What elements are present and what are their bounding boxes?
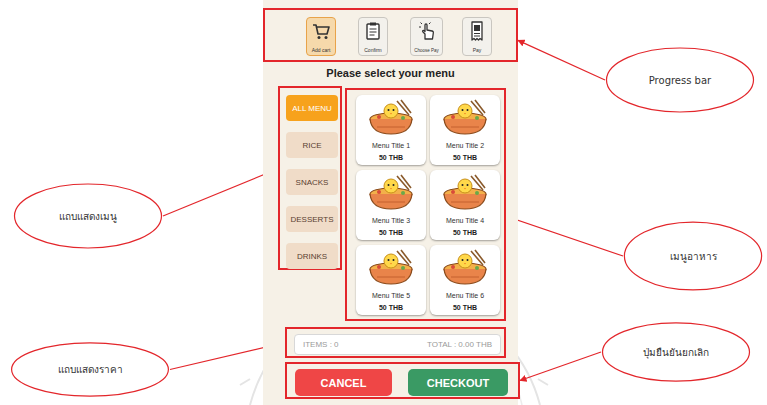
callout-ellipse: แถบแสดงราคา (10, 342, 170, 397)
menu-card: Menu Title 5 50 THB (356, 245, 426, 315)
callout-ellipse: เมนูอาหาร (623, 221, 763, 291)
step-icon (363, 21, 383, 41)
menu-card-text: 50 THB (379, 153, 403, 162)
progress-step-text: Add cart (312, 47, 331, 53)
leader-line (506, 216, 623, 256)
highlight-frame: Menu Title 150 THBMenu Title 250 THBMenu… (345, 88, 506, 321)
callout-ellipse: ปุ่มยืนยันยกเลิก (601, 322, 751, 382)
category-tab: RICE (286, 132, 338, 158)
food-image (441, 172, 489, 212)
app-screen-text: Please select your menu (263, 67, 518, 79)
progress-step-text: Choose Pay (414, 48, 439, 53)
highlight-frame: ITEMS : 0 TOTAL : 0.00 THB (285, 327, 506, 358)
menu-card-text: Menu Title 6 (446, 291, 484, 300)
leader-line (163, 169, 278, 216)
food-image (441, 97, 489, 137)
menu-card: Menu Title 1 50 THB (356, 95, 426, 165)
menu-card-text: Menu Title 1 (372, 141, 410, 150)
menu-card-text: Menu Title 3 (372, 216, 410, 225)
cancel-button: CANCEL (295, 369, 392, 396)
category-tab: DESSERTS (286, 206, 338, 232)
menu-card-text: Menu Title 2 (446, 141, 484, 150)
price-bar-text: ITEMS : 0 (303, 340, 339, 349)
leader-line (518, 40, 605, 80)
food-image (367, 97, 415, 137)
food-image (367, 172, 415, 212)
cancel-button-text: CANCEL (321, 377, 367, 389)
callout-ellipse: แถบแสดงเมนู (13, 183, 163, 249)
app-screen: Please select your menu Add cart Confirm Ch… (263, 0, 518, 405)
callout-ellipse-text: แถบแสดงราคา (58, 362, 123, 377)
progress-step: Confirm (358, 17, 388, 56)
menu-card: Menu Title 6 50 THB (430, 245, 500, 315)
progress-step-text: Confirm (364, 47, 382, 53)
callout-ellipse-text: Progress bar (649, 75, 711, 86)
progress-step-text: Pay (473, 47, 482, 53)
category-tab-text: DESSERTS (291, 215, 334, 224)
step-icon (311, 21, 331, 41)
menu-card: Menu Title 4 50 THB (430, 170, 500, 240)
callout-ellipse-text: แถบแสดงเมนู (59, 209, 117, 224)
menu-card-text: Menu Title 4 (446, 216, 484, 225)
category-tab: SNACKS (286, 169, 338, 195)
leader-line (520, 352, 601, 381)
menu-card-text: 50 THB (379, 303, 403, 312)
step-icon (467, 21, 487, 41)
callout-ellipse: Progress bar (605, 47, 755, 113)
category-tab: DRINKS (286, 243, 338, 269)
price-bar: ITEMS : 0 TOTAL : 0.00 THB (294, 334, 501, 355)
callout-ellipse-text: เมนูอาหาร (670, 249, 717, 264)
category-tab: ALL MENU (286, 95, 338, 121)
menu-card-text: Menu Title 5 (372, 291, 410, 300)
food-image (441, 247, 489, 287)
food-image (367, 247, 415, 287)
progress-step: Choose Pay (410, 17, 443, 56)
progress-step: Add cart (306, 17, 336, 56)
menu-card-text: 50 THB (379, 228, 403, 237)
callout-ellipse-text: ปุ่มยืนยันยกเลิก (643, 345, 709, 360)
category-tab-text: DRINKS (297, 252, 327, 261)
highlight-frame: Add cart Confirm Choose Pay Pay (263, 8, 518, 62)
step-icon (417, 21, 437, 41)
progress-step: Pay (462, 17, 492, 56)
category-tab-text: ALL MENU (292, 104, 332, 113)
checkout-button-text: CHECKOUT (427, 377, 489, 389)
menu-card-text: 50 THB (453, 228, 477, 237)
category-tab-text: RICE (302, 141, 321, 150)
price-bar-text: TOTAL : 0.00 THB (427, 340, 492, 349)
checkout-button: CHECKOUT (408, 369, 508, 396)
menu-card-text: 50 THB (453, 153, 477, 162)
menu-card: Menu Title 2 50 THB (430, 95, 500, 165)
highlight-frame: ALL MENU RICE SNACKS DESSERTS DRINKS (278, 86, 342, 270)
category-tab-text: SNACKS (296, 178, 329, 187)
highlight-frame: CANCEL CHECKOUT (285, 362, 520, 399)
menu-card-text: 50 THB (453, 303, 477, 312)
menu-card: Menu Title 3 50 THB (356, 170, 426, 240)
